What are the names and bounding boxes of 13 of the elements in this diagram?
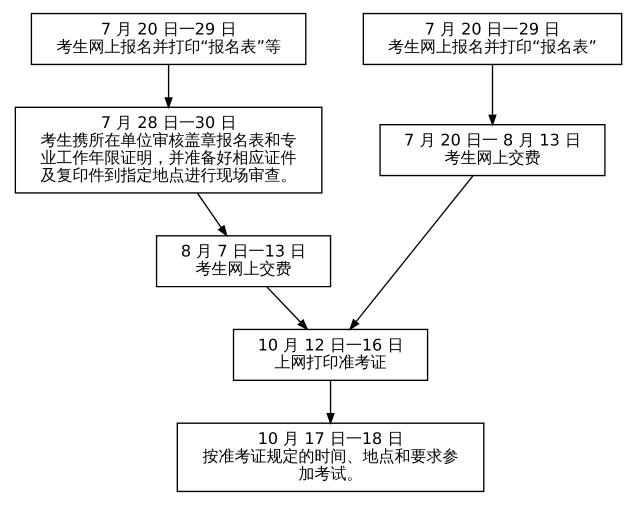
node-box: 10 月 17 日一18 日 按准考证规定的时间、地点和要求参加考试。 [176, 422, 484, 492]
arrow [488, 64, 496, 127]
node-box: 7 月 20 日一29 日 考生网上报名并打印“报名表”等 [30, 12, 306, 66]
node-box: 7 月 28 日一30 日 考生携所在单位审核盖章报名表和专业工作年限证明，并准备好相应证件及复印件到指定地点进行现场审查。 [14, 106, 322, 194]
node-box: 7 月 20 日一29 日 考生网上报名并打印“报名表” [362, 12, 622, 66]
arrow [196, 192, 228, 238]
node-box: 8 月 7 日一13 日 考生网上交费 [155, 235, 331, 288]
arrow [326, 380, 334, 426]
arrow [164, 64, 172, 110]
arrow [348, 175, 473, 331]
node-box: 10 月 12 日一16 日 上网打印准考证 [232, 328, 428, 381]
arrow [266, 286, 308, 331]
node-box: 7 月 20 日一 8 月 13 日 考生网上交费 [378, 124, 606, 176]
